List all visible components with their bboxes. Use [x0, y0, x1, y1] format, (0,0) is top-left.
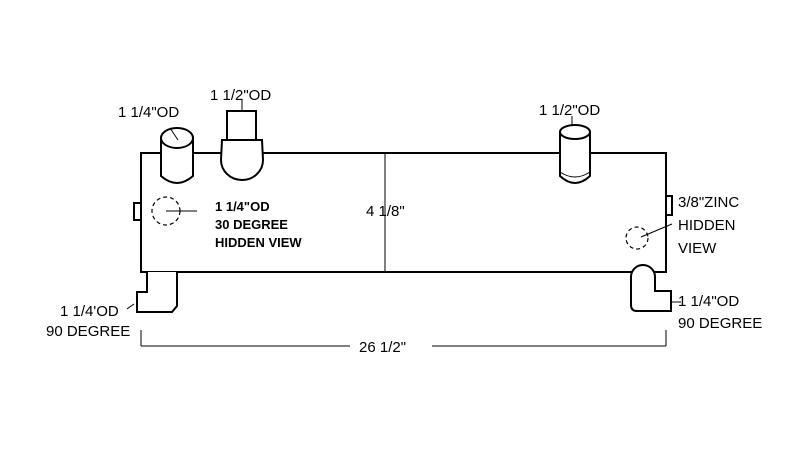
label-zinc-2: HIDDEN: [678, 217, 736, 234]
label-elbow-right-2: 90 DEGREE: [678, 315, 762, 332]
right-elbow: [630, 264, 672, 312]
label-zinc-3: VIEW: [678, 240, 717, 257]
label-elbow-left-1: 1 1/4'OD: [60, 303, 119, 320]
label-elbow-right-1: 1 1/4"OD: [678, 293, 739, 310]
label-inlet-mid: 1 1/2"OD: [210, 87, 271, 104]
label-length: 26 1/2": [359, 339, 406, 356]
hidden-zinc-circle: [625, 226, 649, 250]
left-inlet-cylinder: [160, 127, 194, 184]
label-hidden-left-2: 30 DEGREE: [215, 217, 288, 232]
label-outlet-right: 1 1/2"OD: [539, 102, 600, 119]
label-hidden-left-1: 1 1/4"OD: [215, 199, 270, 214]
label-height: 4 1/8": [366, 203, 405, 220]
length-dimension: [140, 330, 667, 347]
left-side-stub: [133, 202, 142, 221]
mid-inlet-fitting: [219, 100, 265, 181]
label-hidden-left-3: HIDDEN VIEW: [215, 235, 302, 250]
label-zinc-1: 3/8"ZINC: [678, 194, 739, 211]
zinc-anode-stub: [665, 195, 673, 216]
right-outlet-cylinder: [559, 116, 591, 184]
label-elbow-left-2: 90 DEGREE: [46, 323, 130, 340]
left-elbow: [136, 272, 178, 313]
label-inlet-left: 1 1/4"OD: [118, 104, 179, 121]
